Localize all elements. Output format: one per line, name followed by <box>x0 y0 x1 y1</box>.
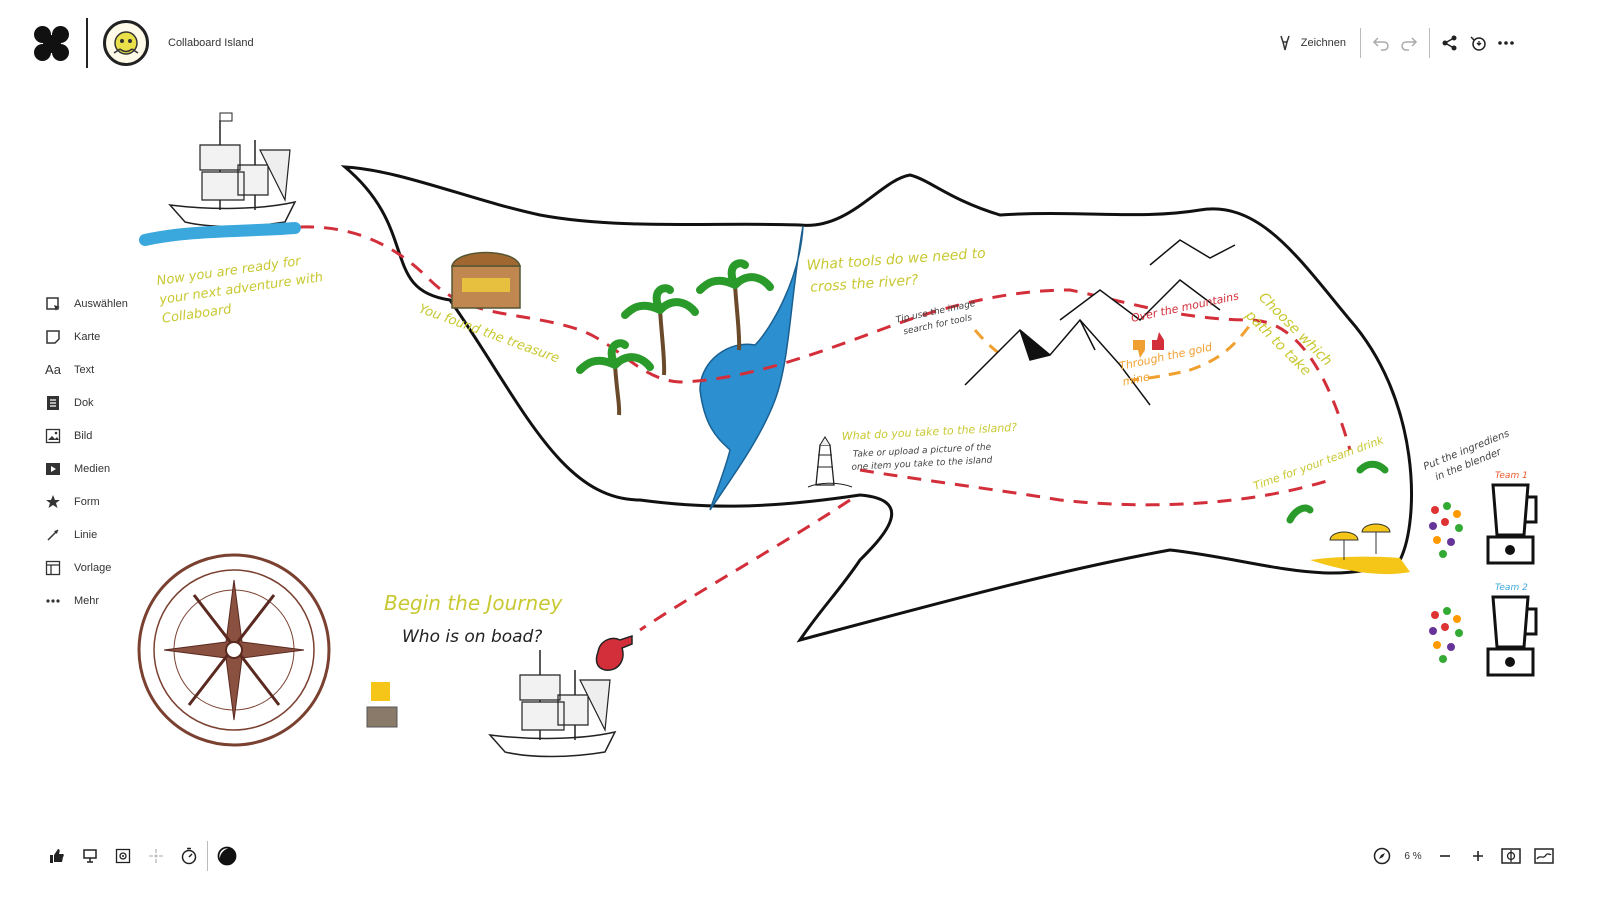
select-icon <box>42 294 64 314</box>
sidebar-item-label: Auswählen <box>74 297 128 310</box>
pen-icon[interactable] <box>1271 30 1299 56</box>
beach-drawing <box>1286 460 1410 575</box>
compass-rose-drawing <box>137 553 331 747</box>
sidebar-item-document[interactable]: Dok <box>42 386 152 419</box>
text-icon: Aa <box>45 362 61 377</box>
navigator-icon[interactable] <box>1365 840 1398 872</box>
minimap-icon[interactable] <box>1527 840 1560 872</box>
palm-tree <box>621 284 699 376</box>
focus-icon[interactable] <box>139 840 172 872</box>
toolbar-divider <box>1360 28 1361 58</box>
water-stroke <box>139 222 301 246</box>
sidebar-item-select[interactable]: Auswählen <box>42 287 152 320</box>
river <box>699 225 804 511</box>
more-icon <box>42 591 64 611</box>
river-question-text[interactable]: cross the river? <box>810 272 920 296</box>
treasure-chest-drawing <box>451 251 521 309</box>
media-icon <box>42 459 64 479</box>
timer-download-icon[interactable] <box>1464 30 1492 56</box>
divider <box>207 841 208 871</box>
undo-icon[interactable] <box>1367 30 1395 56</box>
image-icon <box>42 426 64 446</box>
sidebar-item-label: Karte <box>74 330 101 343</box>
collaboard-logo-icon[interactable] <box>34 26 70 62</box>
top-toolbar: Zeichnen <box>1271 28 1520 58</box>
toolbar-divider <box>1429 28 1430 58</box>
sidebar-item-template[interactable]: Vorlage <box>42 551 152 584</box>
thumbs-up-icon[interactable] <box>40 840 73 872</box>
zoom-level[interactable]: 6 % <box>1404 850 1422 862</box>
sidebar-item-label: Medien <box>74 462 111 475</box>
star-icon <box>42 492 64 512</box>
palm-tree <box>696 259 774 351</box>
redo-icon[interactable] <box>1395 30 1423 56</box>
gold-mine-text[interactable]: mine <box>1121 370 1151 388</box>
sidebar-item-label: Form <box>74 495 100 508</box>
top-bar: Collaboard Island Zeichnen <box>0 0 1600 90</box>
sidebar-item-label: Bild <box>74 429 93 442</box>
participant-photo <box>366 706 398 728</box>
palm-tree <box>576 339 654 416</box>
board-drawing[interactable]: Now you are ready for your next adventur… <box>0 90 1600 820</box>
ship-drawing-top <box>168 112 297 228</box>
bottom-right-tools: 6 % <box>1365 836 1560 876</box>
sidebar-item-media[interactable]: Medien <box>42 452 152 485</box>
fruit-ingredients <box>1429 607 1463 663</box>
sidebar-item-label: Linie <box>74 528 98 541</box>
team-label[interactable]: Team 2 <box>1495 583 1528 593</box>
sidebar-item-label: Mehr <box>74 594 100 607</box>
sidebar-item-more[interactable]: Mehr <box>42 584 152 617</box>
thumbs-down-icon <box>1133 340 1145 358</box>
board-avatar[interactable] <box>103 20 149 66</box>
island-outline <box>340 165 1414 643</box>
zoom-in-icon[interactable] <box>1461 840 1494 872</box>
card-icon <box>42 327 64 347</box>
more-icon[interactable] <box>1492 30 1520 56</box>
tool-sidebar: Auswählen Karte Aa Text Dok Bild Medien … <box>42 287 152 617</box>
divider <box>86 18 88 68</box>
team-label[interactable]: Team 1 <box>1495 471 1528 481</box>
mountains-drawing <box>964 239 1236 406</box>
theme-toggle-icon[interactable] <box>210 840 243 872</box>
who-on-board-text[interactable]: Who is on boad? <box>402 627 542 647</box>
fruit-ingredients <box>1429 502 1463 558</box>
lighthouse-drawing <box>807 436 853 488</box>
sidebar-item-label: Text <box>74 363 95 376</box>
board-title: Collaboard Island <box>168 37 254 49</box>
screen-share-icon[interactable] <box>106 840 139 872</box>
blender-drawing <box>1486 595 1538 677</box>
line-icon <box>42 525 64 545</box>
draw-button[interactable]: Zeichnen <box>1300 37 1346 49</box>
thumbs-up-icon <box>1152 332 1164 350</box>
sidebar-item-line[interactable]: Linie <box>42 518 152 551</box>
template-icon <box>42 558 64 578</box>
sticky-note <box>371 682 390 701</box>
sidebar-item-image[interactable]: Bild <box>42 419 152 452</box>
fit-icon[interactable] <box>1494 840 1527 872</box>
sidebar-item-label: Dok <box>74 396 94 409</box>
sidebar-item-label: Vorlage <box>74 561 112 574</box>
sidebar-item-shape[interactable]: Form <box>42 485 152 518</box>
sidebar-item-text[interactable]: Aa Text <box>42 353 152 386</box>
bottom-bar: 6 % <box>0 836 1600 876</box>
blender-drawing <box>1486 483 1538 565</box>
zoom-out-icon[interactable] <box>1428 840 1461 872</box>
document-icon <box>42 393 64 413</box>
sidebar-item-card[interactable]: Karte <box>42 320 152 353</box>
ship-drawing-bottom <box>488 650 617 758</box>
bottom-left-tools <box>40 836 243 876</box>
presentation-icon[interactable] <box>73 840 106 872</box>
whiteboard-canvas[interactable]: Now you are ready for your next adventur… <box>0 90 1600 820</box>
pointing-hand-icon <box>595 634 633 671</box>
timer-icon[interactable] <box>172 840 205 872</box>
share-icon[interactable] <box>1436 30 1464 56</box>
begin-journey-title[interactable]: Begin the Journey <box>384 591 564 615</box>
